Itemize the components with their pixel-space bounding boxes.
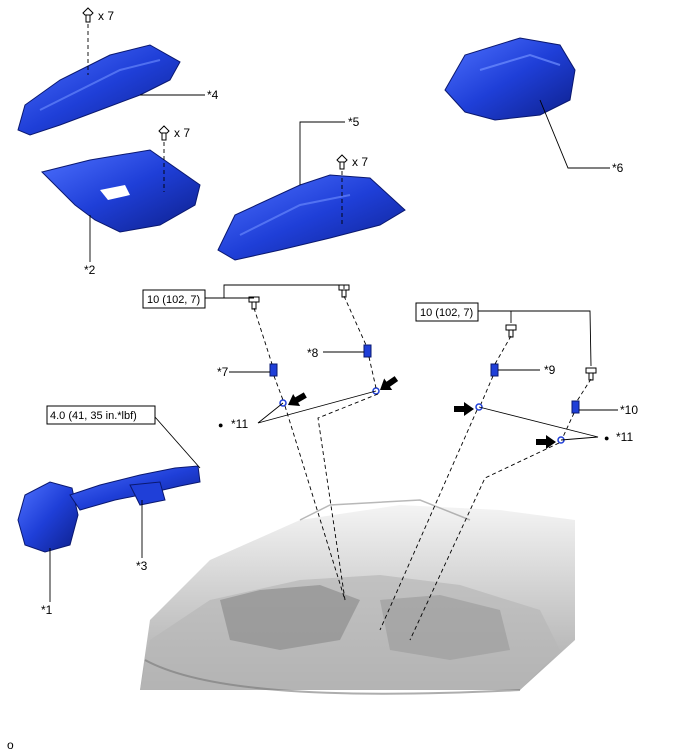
arrow-icon bbox=[375, 372, 401, 396]
under-cover-part-2 bbox=[41, 149, 201, 233]
quantity-label-2: x 7 bbox=[174, 126, 190, 140]
clip-icon bbox=[158, 125, 170, 141]
air-hose-part-3 bbox=[69, 465, 201, 511]
upper-cover-part-4 bbox=[17, 44, 181, 136]
bullet-marker: ● bbox=[218, 420, 223, 430]
bullet-marker: ● bbox=[604, 433, 609, 443]
callout-9: *9 bbox=[544, 363, 556, 377]
quantity-label-4: x 7 bbox=[98, 9, 114, 23]
callout-3: *3 bbox=[136, 559, 148, 573]
clip-part-10 bbox=[571, 400, 580, 414]
callout-8: *8 bbox=[307, 346, 319, 360]
arrow-icon bbox=[284, 388, 309, 412]
callout-11-right: *11 bbox=[616, 430, 633, 444]
torque-value-left: 10 (102, 7) bbox=[147, 294, 200, 306]
callout-2: *2 bbox=[84, 263, 96, 277]
arrow-icon bbox=[536, 435, 556, 449]
callout-1: *1 bbox=[41, 603, 53, 617]
callout-11-left: *11 bbox=[231, 417, 248, 431]
clip-part-9 bbox=[490, 363, 499, 377]
bolt-icon bbox=[248, 296, 260, 310]
clip-icon bbox=[82, 7, 94, 23]
dashed-guide-lines bbox=[87, 24, 592, 641]
callout-4: *4 bbox=[207, 88, 219, 102]
quantity-label-5: x 7 bbox=[352, 155, 368, 169]
callout-6: *6 bbox=[612, 161, 624, 175]
cover-part-5 bbox=[217, 174, 406, 261]
callout-7: *7 bbox=[217, 365, 229, 379]
engine-compartment-image bbox=[140, 499, 575, 695]
figure-id: o bbox=[7, 738, 14, 752]
torque-box-left: 10 (102, 7) bbox=[142, 289, 206, 309]
callout-5: *5 bbox=[348, 115, 360, 129]
grommet-circle bbox=[475, 403, 483, 411]
callout-10: *10 bbox=[620, 403, 638, 417]
air-cleaner-part-1 bbox=[17, 481, 79, 553]
arrow-icon bbox=[454, 402, 474, 416]
torque-box-right: 10 (102, 7) bbox=[415, 302, 479, 322]
clip-part-7 bbox=[269, 363, 278, 377]
torque-value-right: 10 (102, 7) bbox=[420, 307, 473, 319]
clip-icon bbox=[336, 154, 348, 170]
bolt-icon bbox=[585, 367, 597, 381]
engine-cover-part-6 bbox=[444, 37, 576, 121]
leader-lines bbox=[49, 94, 618, 602]
clip-part-8 bbox=[363, 344, 372, 358]
grommet-circle bbox=[279, 399, 287, 407]
torque-box-air: 4.0 (41, 35 in.*lbf) bbox=[46, 405, 156, 425]
torque-value-air: 4.0 (41, 35 in.*lbf) bbox=[50, 410, 137, 422]
bolt-icon bbox=[505, 324, 517, 338]
